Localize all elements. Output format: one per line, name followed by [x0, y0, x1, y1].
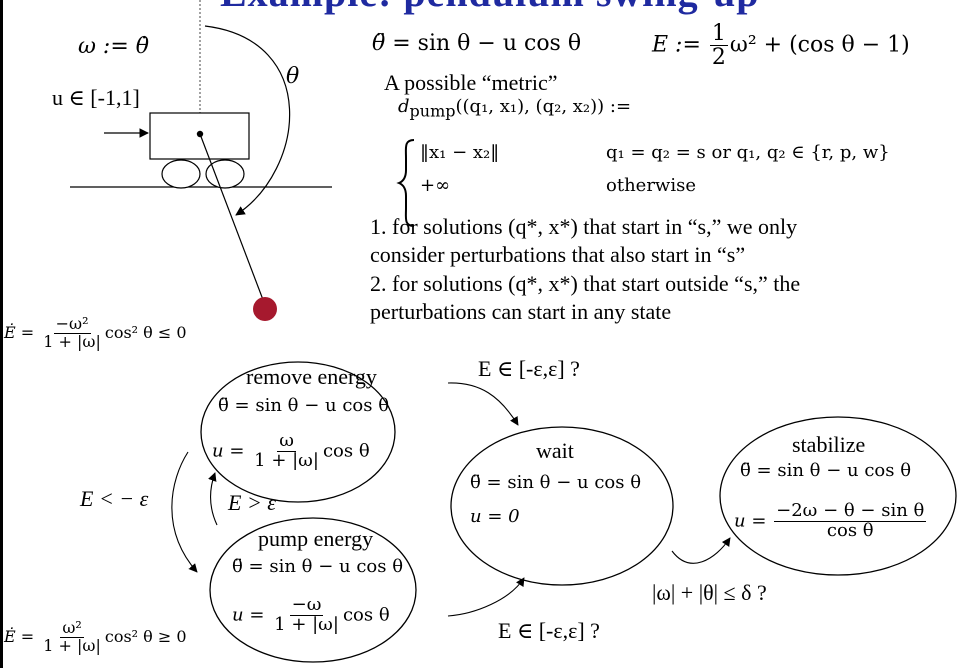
cases-brace	[396, 139, 415, 227]
mode-stabilize	[719, 416, 957, 576]
label-pump-to-remove: E > ε	[228, 490, 276, 515]
note-1-line-2: consider perturbations that also start i…	[370, 242, 746, 267]
metric-case-2-condition: otherwise	[606, 175, 696, 196]
metric-case-2-expr: +∞	[420, 175, 451, 196]
left-border	[0, 0, 3, 668]
pendulum-bob	[253, 297, 277, 321]
transition-wait-to-stabilize	[671, 537, 731, 564]
mode-remove-energy	[200, 361, 396, 503]
dynamics-equation: θ̈ = sin θ − u cos θ	[372, 31, 582, 56]
transition-pump-to-remove	[208, 472, 218, 526]
label-wait-to-stabilize: |ω| + |θ| ≤ δ ?	[652, 580, 767, 605]
theta-arc	[204, 25, 291, 216]
transition-remove-to-pump	[171, 451, 198, 573]
label-pump-to-wait: E ∈ [-ε,ε] ?	[498, 618, 600, 643]
mode-wait	[450, 426, 674, 586]
metric-case-1-condition: q₁ = q₂ = s or q₁, q₂ ∈ {r, p, w}	[606, 142, 890, 163]
note-1-line-1: 1. for solutions (q*, x*) that start in …	[370, 214, 798, 239]
metric-definition: dpump((q₁, x₁), (q₂, x₂)) :=	[398, 96, 632, 121]
label-remove-to-wait: E ∈ [-ε,ε] ?	[478, 356, 580, 381]
label-remove-to-pump: E < − ε	[80, 486, 149, 511]
remove-energy-dynamics: θ̈ = sin θ − u cos θ	[218, 395, 390, 416]
metric-heading: A possible “metric”	[384, 70, 558, 95]
mode-pump-energy	[209, 517, 417, 663]
wait-control: u = 0	[470, 506, 520, 527]
transition-pump-to-wait	[447, 577, 525, 617]
pump-energy-dynamics: θ̈ = sin θ − u cos θ	[232, 556, 404, 577]
wait-dynamics: θ̈ = sin θ − u cos θ	[470, 472, 642, 493]
wheel-left	[161, 159, 201, 189]
wait-title: wait	[536, 438, 574, 463]
theta-label: θ	[286, 64, 300, 89]
input-range-label: u ∈ [-1,1]	[52, 85, 140, 110]
omega-definition: ω := θ̇	[78, 34, 150, 59]
pendulum-rod	[199, 133, 266, 306]
wheel-right	[205, 159, 245, 189]
stabilize-dynamics: θ̈ = sin θ − u cos θ	[740, 460, 912, 481]
slide-title: Example: pendulum swing-up	[220, 0, 759, 16]
metric-case-1-expr: ‖x₁ − x₂‖	[420, 142, 500, 163]
remove-energy-title: remove energy	[246, 364, 377, 389]
stabilize-title: stabilize	[792, 432, 866, 457]
note-2-line-2: perturbations can start in any state	[370, 299, 672, 324]
transition-remove-to-wait	[447, 382, 519, 426]
note-2-line-1: 2. for solutions (q*, x*) that start out…	[370, 271, 801, 296]
pump-energy-title: pump energy	[258, 526, 374, 551]
